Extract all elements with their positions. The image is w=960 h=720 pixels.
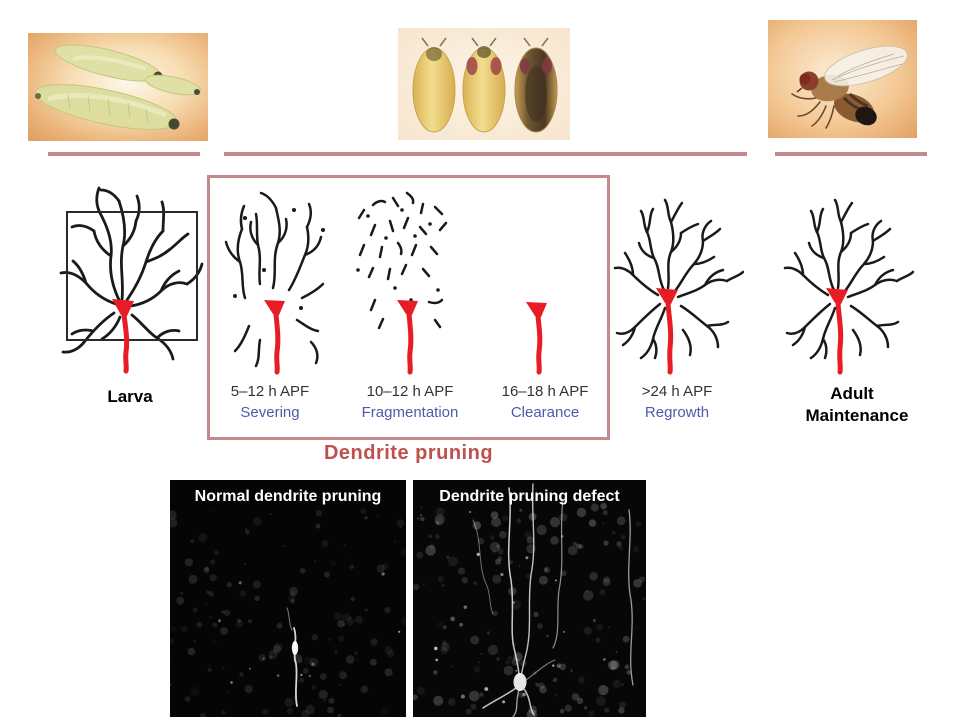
diagram-severing (215, 180, 335, 385)
regrowth-phase-label: Regrowth (644, 404, 710, 421)
diagram-adult-maintenance (778, 180, 918, 385)
adult-dendrite-art (778, 180, 918, 380)
clearance-dendrite-art (526, 302, 547, 375)
pupal-stage-rule (224, 152, 747, 156)
fragment-dots (356, 208, 440, 302)
persistent-dendrites (472, 483, 634, 717)
diagram-larva (50, 180, 210, 385)
larva-dendrite-arbor (59, 186, 204, 361)
fragmentation-time-label: 10–12 h APF (366, 383, 454, 400)
dendrite-pruning-title: Dendrite pruning (323, 442, 494, 464)
pruning-defect-label: Dendrite pruning defect (439, 488, 620, 505)
adult-fly-photo (768, 20, 917, 138)
severing-dendrite-art (224, 191, 325, 375)
clearance-time-label: 16–18 h APF (501, 383, 589, 400)
normal-pruning-micrograph: Normal dendrite pruning (170, 480, 406, 717)
severing-dendrite-arbor (224, 191, 325, 368)
normal-pruning-label: Normal dendrite pruning (194, 488, 382, 505)
adult-stage-rule (775, 152, 927, 156)
diagram-fragmentation (345, 180, 465, 385)
pupae-photo-art (398, 28, 570, 140)
larva-crop-frame (66, 211, 198, 341)
fragmentation-soma (397, 300, 418, 375)
larva-bottom (34, 84, 180, 130)
dendrite-fragments (357, 191, 448, 330)
diagram-regrowth (608, 180, 748, 385)
clearance-phase-label: Clearance (510, 404, 580, 421)
larvae-photo-art (28, 33, 208, 141)
severing-phase-label: Severing (240, 404, 300, 421)
faint-cell-texture (170, 508, 406, 717)
severing-soma (264, 300, 285, 375)
larvae-photo (28, 33, 208, 141)
diagram-clearance (505, 180, 575, 385)
larva-soma (112, 299, 134, 374)
larval-stage-rule (48, 152, 200, 156)
fragmentation-phase-label: Fragmentation (361, 404, 459, 421)
clearance-soma (526, 302, 547, 375)
pruning-defect-micrograph: Dendrite pruning defect (413, 480, 646, 717)
stage-label-larva: Larva (107, 387, 153, 406)
adult-fly-photo-art (768, 20, 917, 138)
radial-dendrite-arbor (613, 198, 745, 375)
dendrite-pruning-box (207, 175, 610, 440)
fragmentation-dendrite-art (356, 191, 448, 375)
maintenance-stage-label: Maintenance (805, 406, 909, 425)
pupa-early (412, 37, 456, 133)
larva-dendrite-art (59, 186, 204, 374)
regrowth-time-label: >24 h APF (641, 383, 713, 400)
normal-pruning-micrograph-art (170, 480, 406, 717)
pruning-defect-micrograph-art (413, 480, 646, 717)
regrowth-dendrite-art (613, 198, 745, 375)
larva-small (145, 74, 201, 96)
adult-stage-label: Adult (830, 384, 874, 403)
fly-wing (824, 45, 908, 87)
severing-time-label: 5–12 h APF (230, 383, 310, 400)
pupa-mid (462, 37, 506, 133)
pruned-neuron-remnant (286, 607, 299, 707)
severing-varicosities (233, 208, 325, 310)
pupae-photo (398, 28, 570, 140)
pupa-late (514, 37, 558, 133)
